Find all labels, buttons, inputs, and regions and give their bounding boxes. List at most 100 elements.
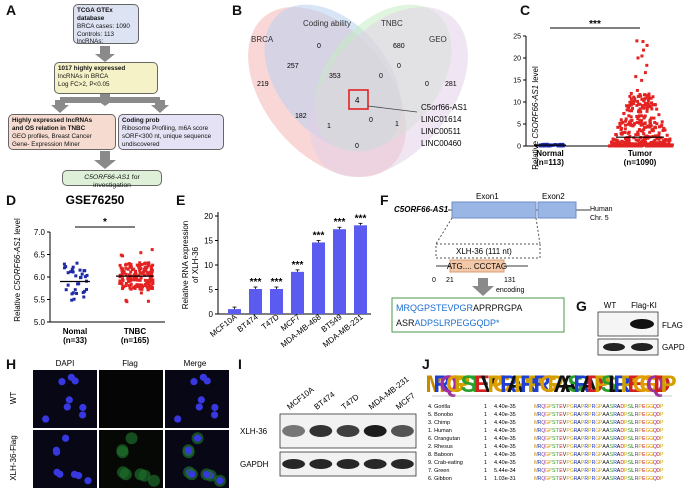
- chart-c-point-tumor: [663, 138, 667, 142]
- chart-d-point-tnbc: [147, 283, 151, 287]
- chart-c-point-tumor: [646, 136, 650, 140]
- chart-c-xlabel-tumor-n: (n=1090): [624, 158, 657, 167]
- j-species-index: 1: [484, 476, 487, 482]
- j-align-residue: R: [584, 460, 588, 466]
- j-align-residue: R: [538, 460, 542, 466]
- chart-e-bar: Relative RNA expression of XLH-36 051015…: [181, 212, 371, 349]
- box-highly-expressed-title: 1017 highly expressed: [58, 65, 126, 72]
- zoom-line-right: [535, 217, 541, 245]
- j-align-residue: P: [588, 452, 592, 458]
- chart-c-point-tumor: [626, 104, 630, 108]
- j-align-residue: P: [624, 412, 628, 418]
- chart-d-point-normal: [69, 270, 73, 274]
- chart-c-point-tumor: [646, 125, 650, 129]
- chart-e-bar-0: [227, 309, 242, 314]
- chart-c-point-tumor: [660, 120, 664, 124]
- i-lane-label: MCF7: [394, 391, 417, 412]
- j-align-residue: E: [642, 420, 646, 426]
- chart-d-point-tnbc: [129, 270, 133, 274]
- panel-label-h: H: [6, 356, 17, 372]
- chart-c-point-tumor: [639, 110, 643, 114]
- j-align-residue: R: [574, 444, 578, 450]
- j-logo-letter: P: [487, 371, 503, 398]
- i-label-gapdh: GAPDH: [240, 460, 269, 469]
- chart-d-point-tnbc: [149, 279, 153, 283]
- j-align-residue: L: [631, 428, 634, 434]
- j-species-index: 1: [484, 468, 487, 474]
- j-align-residue: A: [606, 452, 610, 458]
- chart-c-point-tumor: [635, 121, 639, 125]
- j-align-residue: P: [599, 420, 603, 426]
- venn-count: 281: [445, 81, 457, 88]
- j-align-residue: G: [646, 460, 650, 466]
- j-align-residue: A: [577, 468, 581, 474]
- j-align-residue: E: [559, 420, 563, 426]
- j-align-residue: T: [556, 436, 560, 442]
- venn-diagram: BRCA Coding ability TNBC GEO 0 680 257 0…: [248, 4, 468, 177]
- j-align-residue: P: [638, 444, 642, 450]
- chart-d-point-normal: [71, 291, 75, 295]
- j-align-residue: A: [577, 436, 581, 442]
- j-logo-letter: G: [493, 371, 512, 398]
- chart-c-point-tumor: [635, 142, 639, 146]
- j-align-residue: P: [548, 444, 552, 450]
- chart-d-point-normal: [78, 268, 82, 272]
- exon1-box: [451, 201, 537, 219]
- j-align-residue: A: [606, 428, 610, 434]
- chart-d-point-tnbc: [145, 280, 149, 284]
- chart-e-category-label: BT474: [236, 312, 261, 334]
- j-species-evalue: 1.03e-31: [494, 476, 516, 482]
- chart-d-point-normal: [83, 275, 87, 279]
- j-align-residue: R: [538, 468, 542, 474]
- chart-c-point-tumor: [640, 141, 644, 145]
- chart-d-point-normal: [85, 273, 89, 277]
- orf-seq: ATG.... CCCTAG: [447, 262, 507, 271]
- j-align-residue: E: [642, 476, 646, 482]
- chart-d-point-tnbc: [118, 275, 122, 279]
- chart-d-scatter: GSE76250 Relative C5ORF66-AS1 level 5.05…: [13, 193, 165, 345]
- j-align-residue: P: [581, 412, 585, 418]
- chart-e-ytick-label: 15: [204, 237, 213, 246]
- chart-d-point-normal: [79, 275, 83, 279]
- g-band-gapdh-1: [603, 343, 625, 351]
- chart-d-point-tnbc: [129, 287, 133, 291]
- chart-c-point-tumor: [629, 122, 633, 126]
- h-wt-dapi-nucleus: [71, 377, 79, 385]
- j-align-residue: R: [584, 428, 588, 434]
- chart-c-point-tumor: [625, 139, 629, 143]
- box-tcga-title: TCGA GTEx database: [77, 7, 113, 22]
- j-align-residue: E: [642, 412, 646, 418]
- chart-c-point-tumor: [640, 97, 644, 101]
- j-align-residue: A: [617, 452, 621, 458]
- j-species-name: 1. Human: [428, 428, 452, 434]
- h-wt-dapi-nucleus: [58, 378, 66, 386]
- chart-d-point-tnbc: [121, 277, 125, 281]
- i-band-xlh36: [363, 425, 387, 437]
- chart-c-point-tumor: [614, 141, 618, 145]
- j-align-residue: S: [628, 404, 632, 410]
- panel-label-e: E: [176, 192, 186, 208]
- j-logo-letter: P: [547, 371, 563, 398]
- j-align-residue: G: [595, 412, 599, 418]
- box-coding-prob-line1: Ribosome Profiling, m6A score: [122, 124, 209, 132]
- chart-c-point-tumor: [636, 94, 640, 98]
- j-align-residue: E: [559, 404, 563, 410]
- h-xlh-merge-nucleus: [193, 434, 202, 442]
- chart-c-point-tumor: [638, 143, 642, 147]
- chart-d-point-normal: [74, 274, 78, 278]
- j-logo-letter: L: [608, 371, 623, 398]
- venn-count: 257: [287, 63, 299, 70]
- chart-c-point-tumor: [646, 99, 650, 103]
- j-align-residue: Q: [541, 428, 545, 434]
- j-align-residue: R: [584, 420, 588, 426]
- panel-label-c: C: [520, 2, 531, 18]
- j-align-residue: P: [588, 412, 592, 418]
- chart-c-point-tumor: [626, 131, 630, 135]
- chart-c-point-tumor: [634, 133, 638, 137]
- chart-d-xlabel-tnbc: TNBC: [124, 327, 146, 336]
- j-align-residue: G: [545, 412, 549, 418]
- j-species-evalue: 5.44e-34: [494, 468, 516, 474]
- chart-c-point-tumor: [640, 142, 644, 146]
- j-align-residue: S: [610, 476, 614, 482]
- j-align-residue: P: [548, 476, 552, 482]
